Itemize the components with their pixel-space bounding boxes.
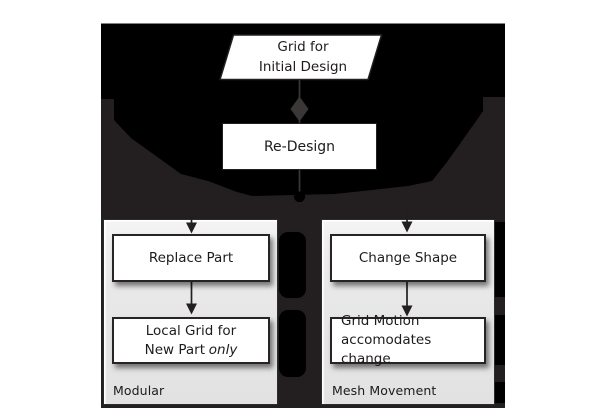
mesh-movement-panel-label: Mesh Movement <box>332 383 437 398</box>
modular-panel-label: Modular <box>113 383 165 398</box>
replace-part-label: Replace Part <box>148 249 234 266</box>
local-grid-label-line1: Local Grid for <box>145 322 237 339</box>
grid-motion-label-line1: Grid Motion <box>341 313 420 329</box>
ghost-gap-right-edge-top <box>494 222 505 297</box>
redesign-box: Re-Design <box>222 123 377 170</box>
ghost-gap-funnel-tip <box>293 190 306 203</box>
input-shape-label-line1: Grid for <box>277 39 329 55</box>
redesign-label: Re-Design <box>263 138 336 155</box>
change-shape-label: Change Shape <box>358 249 458 266</box>
ghost-gap-right-edge-mid <box>494 315 505 365</box>
grid-motion-box: Grid Motion accomodates change <box>330 313 486 367</box>
replace-part-box: Replace Part <box>112 234 270 282</box>
diamond-connector-icon <box>290 96 309 122</box>
grid-motion-label-line2: accomodates change <box>341 332 432 367</box>
change-shape-box: Change Shape <box>330 234 486 282</box>
only-italic-text: only <box>208 341 238 358</box>
input-shape-label: Grid for Initial Design <box>221 38 385 77</box>
ghost-gap-right-edge-bottom <box>494 382 505 403</box>
input-shape-label-line2: Initial Design <box>258 58 348 75</box>
ghost-gap-between-panels-bottom <box>279 310 306 377</box>
ghost-gap-between-panels-top <box>279 232 306 298</box>
